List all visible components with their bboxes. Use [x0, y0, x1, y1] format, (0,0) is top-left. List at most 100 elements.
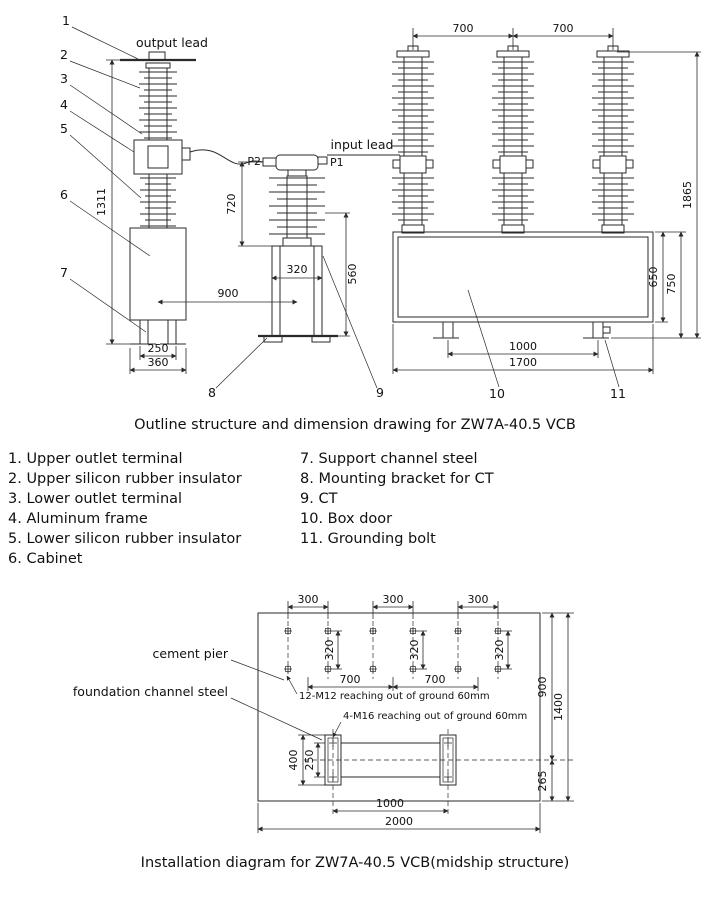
input-lead-label: input lead [331, 137, 394, 152]
dim-900-install: 900 [536, 677, 549, 698]
dim-720: 720 [225, 194, 238, 215]
m12-note: 12-M12 reaching out of ground 60mm [299, 691, 490, 702]
callout-10: 10 [489, 386, 505, 401]
dim-1400: 1400 [552, 693, 565, 721]
connecting-cable [189, 149, 264, 165]
dim-360-group: 360 [129, 348, 187, 374]
upper-insulator [139, 62, 177, 141]
dim-250-group: 250 [139, 342, 177, 360]
callout-4: 4 [60, 97, 68, 112]
legend-item-10: 10. Box door [300, 511, 393, 527]
ct-unit: P2 P1 input lead 720 320 5 [157, 137, 400, 400]
legend-item-7: 7. Support channel steel [300, 451, 478, 467]
cabinet [129, 227, 187, 321]
dim-300-b: 300 [383, 593, 404, 606]
callout-1: 1 [62, 13, 70, 28]
dim-300-c: 300 [468, 593, 489, 606]
dim-700-group: 700 700 [412, 22, 614, 50]
dim-2000: 2000 [385, 815, 413, 828]
dim-1700: 1700 [509, 356, 537, 369]
side-view: output lead 1311 [60, 13, 264, 374]
foundation-label: foundation channel steel [73, 684, 228, 699]
dim-700-groups: 700 700 [307, 673, 479, 691]
callout-3: 3 [60, 71, 68, 86]
front-view: 700 700 1865 650 750 1000 1700 [391, 22, 701, 401]
dim-320-a: 320 [323, 640, 336, 661]
output-lead-label: output lead [136, 35, 208, 50]
outline-drawing-svg: output lead 1311 [60, 13, 701, 401]
ct-mounting-bracket [258, 245, 338, 343]
callout-11: 11 [610, 386, 626, 401]
callout-7: 7 [60, 265, 68, 280]
terminal-p1-label: P1 [330, 156, 344, 169]
legend-item-4: 4. Aluminum frame [8, 511, 148, 527]
dim-750-group: 750 [665, 231, 684, 339]
dim-900: 900 [218, 287, 239, 300]
pole-2 [491, 45, 535, 234]
callout-leaders-left [69, 26, 151, 333]
dim-400-group: 400 [287, 734, 325, 786]
legend-item-1: 1. Upper outlet terminal [8, 451, 183, 467]
dim-2000-group: 2000 [257, 803, 541, 833]
dim-300-a: 300 [298, 593, 319, 606]
dim-750: 750 [665, 274, 678, 295]
dim-1700-group: 1700 [392, 324, 654, 374]
pole-3 [591, 45, 635, 234]
lower-insulator [140, 173, 176, 229]
dim-560: 560 [346, 264, 359, 285]
dim-300-groups: 300 300 300 [287, 593, 499, 619]
callout-2: 2 [60, 47, 68, 62]
dim-720-group: 720 [225, 161, 272, 247]
dim-400: 400 [287, 750, 300, 771]
dim-320: 320 [287, 263, 308, 276]
parts-legend: 1. Upper outlet terminal 2. Upper silico… [0, 449, 710, 569]
foundation-outline [257, 612, 541, 802]
installation-diagram-svg: 300 300 300 320 320 320 700 700 12-M12 r… [73, 593, 574, 833]
dim-320-groups: 320 320 320 [323, 630, 512, 670]
dim-265-group: 265 [536, 759, 555, 802]
upper-outlet-terminal [120, 51, 196, 62]
foundation-channels [304, 729, 574, 815]
dim-360: 360 [148, 356, 169, 369]
dim-1311-group: 1311 [95, 59, 130, 345]
legend-right-column: 7. Support channel steel 8. Mounting bra… [300, 449, 592, 569]
aluminum-frame [133, 139, 191, 175]
ct-body [269, 169, 325, 247]
dim-320-c: 320 [493, 640, 506, 661]
m12-leader [286, 675, 298, 695]
m16-note: 4-M16 reaching out of ground 60mm [343, 711, 527, 722]
dim-700-d: 700 [425, 673, 446, 686]
dim-900-group: 900 [157, 287, 298, 305]
dim-320-group: 320 [271, 263, 323, 281]
legend-item-6: 6. Cabinet [8, 551, 83, 567]
cement-pier-label: cement pier [153, 646, 229, 661]
pole-1 [391, 45, 435, 234]
legend-item-3: 3. Lower outlet terminal [8, 491, 183, 507]
dim-650-group: 650 [647, 231, 686, 323]
dim-1000-group: 1000 [447, 340, 599, 358]
dim-1865-group: 1865 [611, 51, 701, 339]
legend-item-8: 8. Mounting bracket for CT [300, 471, 494, 487]
legend-left-column: 1. Upper outlet terminal 2. Upper silico… [8, 449, 300, 569]
dim-265: 265 [536, 771, 549, 792]
dim-1000-group-install: 1000 [332, 797, 449, 814]
dim-250: 250 [148, 342, 169, 355]
dim-650: 650 [647, 267, 660, 288]
callout-9: 9 [376, 385, 384, 400]
dim-1311: 1311 [95, 188, 108, 216]
callout-8: 8 [208, 385, 216, 400]
front-cabinet [392, 231, 654, 323]
dim-700-a: 700 [453, 22, 474, 35]
dim-1000: 1000 [509, 340, 537, 353]
dim-1865: 1865 [681, 181, 694, 209]
legend-item-2: 2. Upper silicon rubber insulator [8, 471, 242, 487]
grounding-bolt [602, 326, 611, 334]
callout-leaders-front [467, 289, 620, 388]
dim-700-c: 700 [340, 673, 361, 686]
dim-700-b: 700 [553, 22, 574, 35]
cement-pier-leader [230, 659, 285, 681]
dim-250-install: 250 [303, 750, 316, 771]
dim-1400-group: 1400 [552, 612, 571, 802]
support-channel-steel [130, 319, 186, 345]
callout-6: 6 [60, 187, 68, 202]
